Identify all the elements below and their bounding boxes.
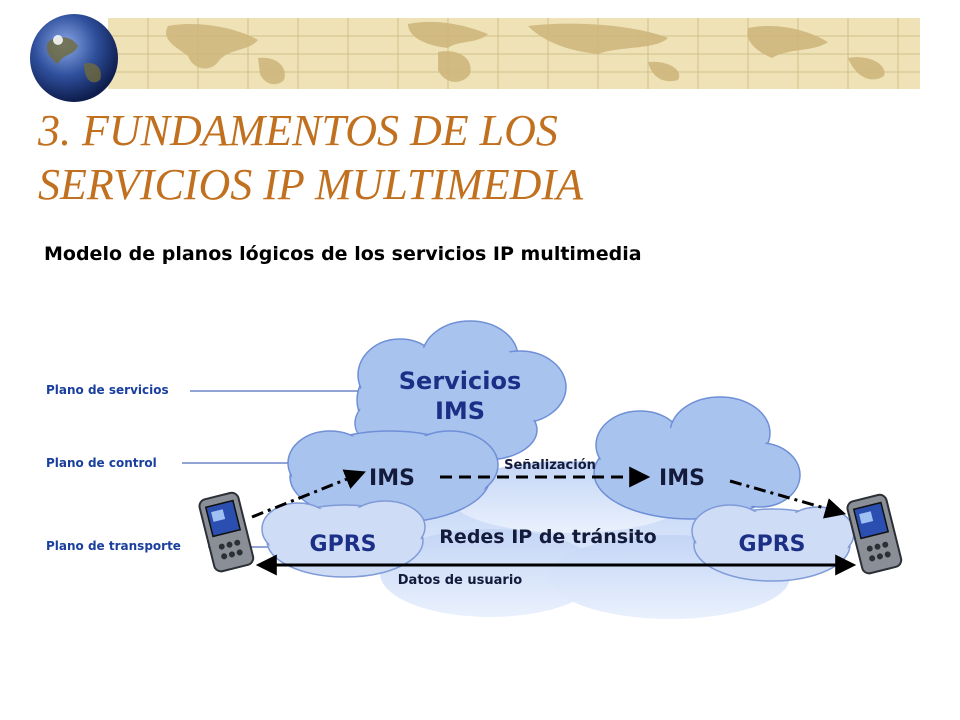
mobile-phone-left-icon: [198, 491, 255, 573]
services-ims-label-line-1: Servicios: [399, 367, 522, 395]
plane-label-transport: Plano de transporte: [46, 539, 181, 553]
services-ims-label-line-2: IMS: [435, 397, 485, 425]
slide-title: 3. FUNDAMENTOS DE LOS SERVICIOS IP MULTI…: [38, 104, 918, 212]
user-data-label: Datos de usuario: [398, 573, 523, 588]
world-map-banner: [108, 18, 920, 89]
slide-title-line-1: 3. FUNDAMENTOS DE LOS: [38, 106, 558, 155]
gprs-right-label: GPRS: [739, 532, 806, 557]
ims-planes-diagram: Plano de servicios Plano de control Plan…: [46, 320, 903, 619]
plane-label-services: Plano de servicios: [46, 383, 169, 397]
phone-to-ims-arrow: [251, 469, 366, 519]
ims-right-label: IMS: [659, 466, 705, 491]
ims-to-phone-arrow: [729, 479, 847, 519]
slide-subtitle: Modelo de planos lógicos de los servicio…: [44, 243, 642, 265]
globe-icon: [30, 14, 118, 102]
ims-left-label: IMS: [369, 466, 415, 491]
plane-label-control: Plano de control: [46, 456, 157, 470]
slide-title-line-2: SERVICIOS IP MULTIMEDIA: [38, 160, 583, 209]
mobile-phone-right-icon: [846, 493, 903, 575]
gprs-left-label: GPRS: [310, 532, 377, 557]
transit-network-label: Redes IP de tránsito: [439, 526, 656, 548]
signaling-label: Señalización: [504, 458, 596, 473]
